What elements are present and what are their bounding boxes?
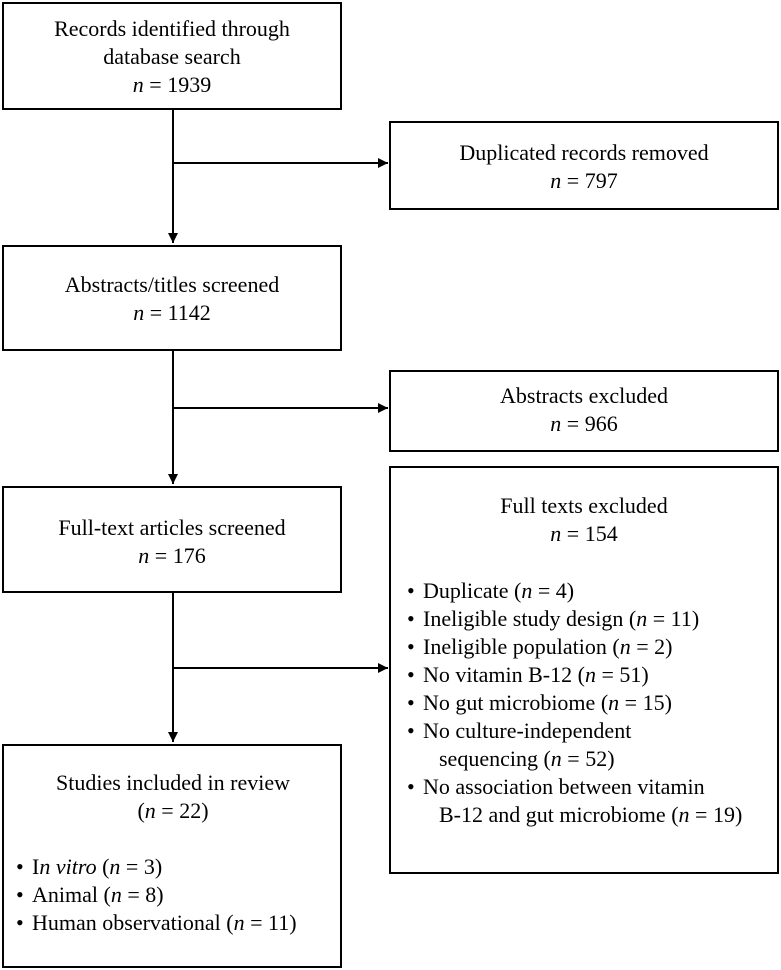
- fulltext-screened-label: Full-text articles screened: [58, 515, 286, 540]
- included-human-observational: Human observational (n = 11): [14, 909, 332, 937]
- box-fulltext-screened: Full-text articles screened n = 176: [2, 486, 342, 593]
- abstracts-excluded-count: n = 966: [550, 411, 618, 436]
- records-identified-label-1: Records identified through: [54, 16, 290, 41]
- duplicates-count: n = 797: [550, 168, 618, 193]
- reason-duplicate: Duplicate (n = 4): [405, 577, 769, 605]
- abstracts-screened-count: n = 1142: [133, 300, 211, 325]
- box-abstracts-screened: Abstracts/titles screened n = 1142: [2, 245, 342, 351]
- fulltext-excluded-label: Full texts excluded: [500, 493, 668, 518]
- included-in-vitro: In vitro (n = 3): [14, 853, 332, 881]
- box-records-identified: Records identified through database sear…: [2, 2, 342, 110]
- reason-ineligible-design: Ineligible study design (n = 11): [405, 605, 769, 633]
- box-abstracts-excluded: Abstracts excluded n = 966: [389, 370, 779, 452]
- reason-ineligible-population: Ineligible population (n = 2): [405, 633, 769, 661]
- studies-included-count: (n = 22): [137, 798, 209, 823]
- fulltext-excluded-count: n = 154: [550, 521, 618, 546]
- records-identified-count: n = 1939: [132, 72, 212, 97]
- reason-no-vitamin-b12: No vitamin B-12 (n = 51): [405, 661, 769, 689]
- box-duplicates-removed: Duplicated records removed n = 797: [389, 121, 779, 210]
- duplicates-label: Duplicated records removed: [459, 140, 709, 165]
- abstracts-screened-label: Abstracts/titles screened: [64, 272, 280, 297]
- exclusion-reasons-list: Duplicate (n = 4) Ineligible study desig…: [405, 577, 769, 829]
- included-animal: Animal (n = 8): [14, 881, 332, 909]
- box-studies-included: Studies included in review (n = 22) In v…: [2, 744, 342, 968]
- records-identified-label-2: database search: [103, 44, 241, 69]
- abstracts-excluded-label: Abstracts excluded: [500, 383, 668, 408]
- box-fulltext-excluded: Full texts excluded n = 154 Duplicate (n…: [389, 466, 779, 874]
- studies-included-label: Studies included in review: [55, 770, 290, 795]
- reason-no-gut-microbiome: No gut microbiome (n = 15): [405, 689, 769, 717]
- fulltext-screened-count: n = 176: [138, 543, 206, 568]
- included-studies-list: In vitro (n = 3) Animal (n = 8) Human ob…: [14, 853, 332, 937]
